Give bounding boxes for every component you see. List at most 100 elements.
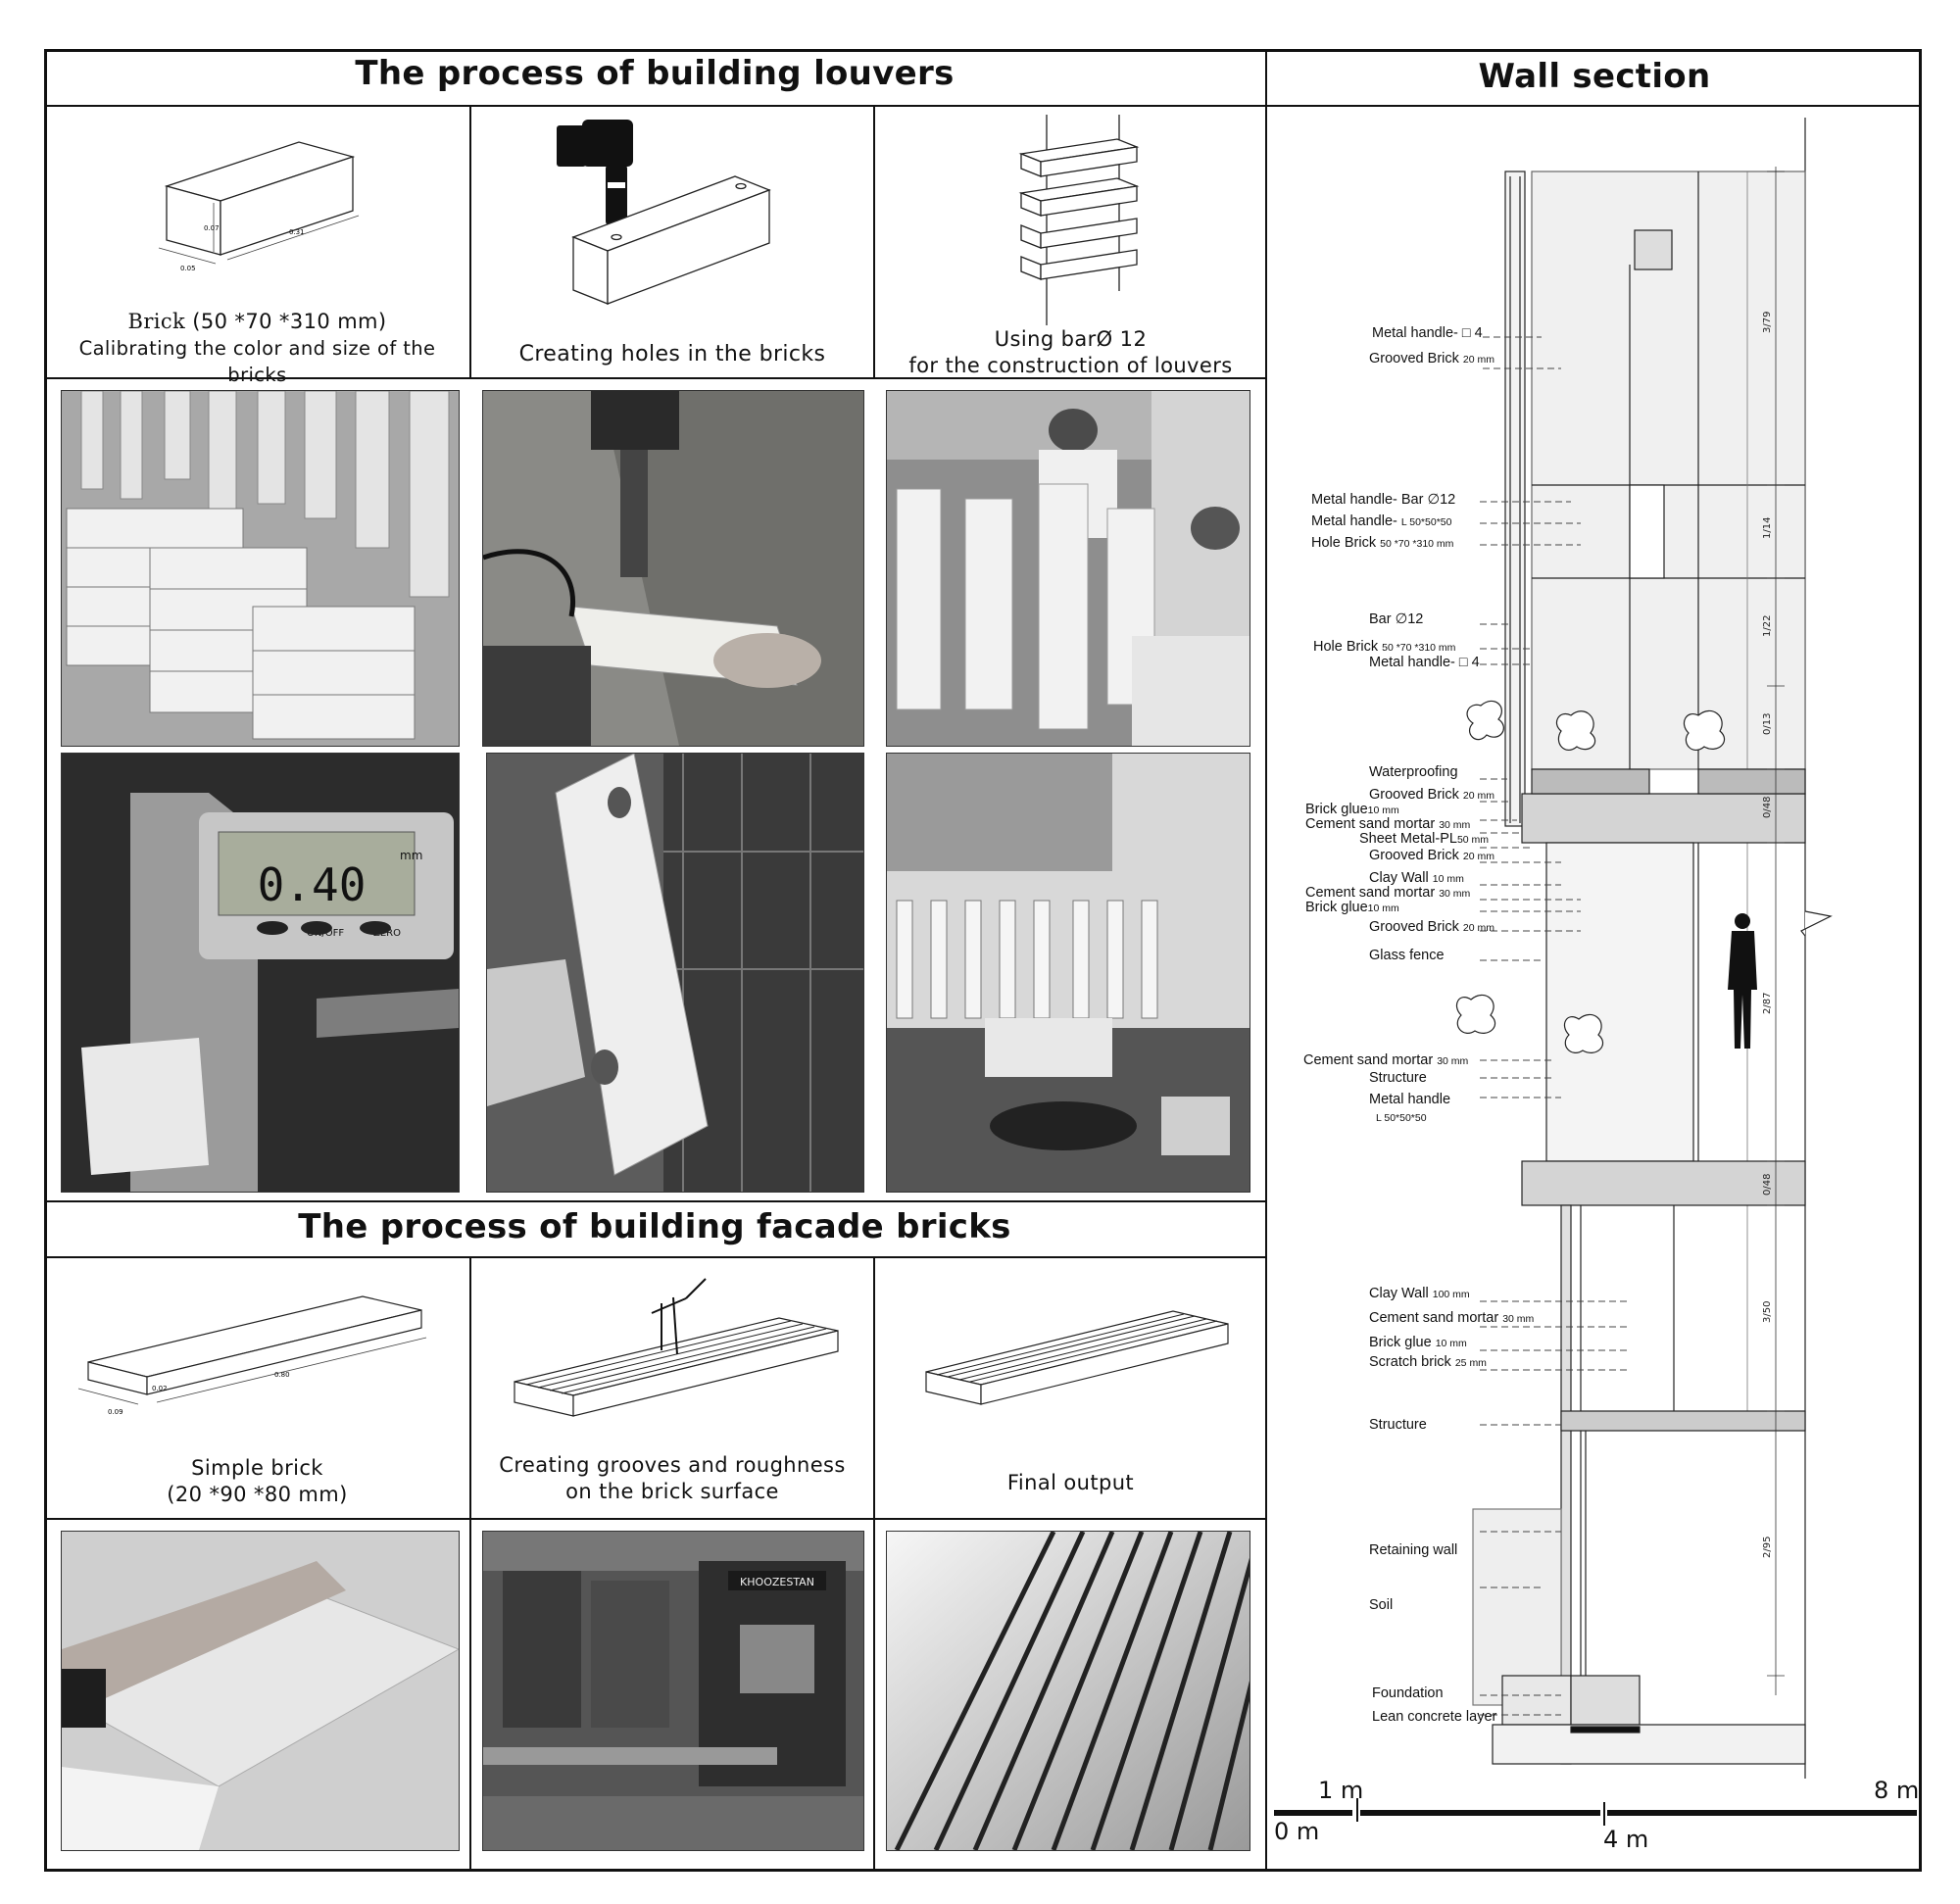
label-metal-handle-spec: L 50*50*50 <box>1376 1109 1427 1126</box>
scale-label-0m: 0 m <box>1274 1818 1320 1845</box>
label-sub: 30 mm <box>1437 1055 1469 1067</box>
label-text: Foundation <box>1372 1685 1444 1701</box>
label-clay-wall: Clay Wall 10 mm <box>1369 870 1464 887</box>
label-cement-sand-mortar-3: Cement sand mortar 30 mm <box>1303 1052 1468 1069</box>
label-sub: 50 mm <box>1456 834 1490 846</box>
label-cement-sand-mortar-4: Cement sand mortar 30 mm <box>1369 1310 1534 1327</box>
caliper-unit: mm <box>400 849 422 862</box>
photo-holed-brick <box>486 753 864 1193</box>
label-sub: 20 mm <box>1462 851 1494 862</box>
dimension-label: 3/50 <box>1762 1301 1773 1323</box>
label-foundation: Foundation <box>1372 1685 1444 1701</box>
dim-label: 0.80 <box>274 1371 290 1379</box>
label-text: Grooved Brick <box>1369 351 1459 366</box>
label-brick-glue-2: Brick glue10 mm <box>1305 900 1399 916</box>
label-text: Brick glue <box>1369 1335 1432 1350</box>
label-text: Structure <box>1369 1070 1427 1086</box>
label-structure-2: Structure <box>1369 1417 1427 1433</box>
label-text: Brick glue <box>1305 802 1368 817</box>
dimension-label: 0/48 <box>1762 797 1773 818</box>
caption-line: Simple brick <box>191 1456 323 1480</box>
final-brick-illustration <box>925 1310 1229 1405</box>
facade-step-2-caption: Creating grooves and roughness on the br… <box>472 1452 872 1505</box>
label-text: Waterproofing <box>1369 764 1458 780</box>
label-text: Glass fence <box>1369 948 1445 963</box>
caption-line: (20 *90 *80 mm) <box>167 1483 348 1506</box>
label-text: Metal handle <box>1369 1092 1451 1107</box>
label-text: Bar ∅12 <box>1369 611 1424 627</box>
person-silhouette <box>1728 913 1757 1049</box>
label-text: Soil <box>1369 1597 1394 1613</box>
label-metal-handle-4: Metal handle- □ 4 <box>1372 325 1483 341</box>
dim-label: 0.02 <box>152 1385 168 1392</box>
label-cement-sand-mortar-2: Cement sand mortar 30 mm <box>1305 885 1470 902</box>
label-text: Hole Brick <box>1311 535 1377 551</box>
caption-line: Using barØ 12 <box>994 327 1148 351</box>
label-text: Sheet Metal-PL <box>1359 831 1457 847</box>
label-text: Grooved Brick <box>1369 848 1459 863</box>
label-grooved-brick-4: Grooved Brick 20 mm <box>1369 919 1494 936</box>
label-text: Clay Wall <box>1369 870 1429 886</box>
label-text: Cement sand mortar <box>1303 1052 1434 1068</box>
label-sub: 30 mm <box>1502 1313 1535 1325</box>
caption-line: on the brick surface <box>565 1480 779 1503</box>
label-text: Grooved Brick <box>1369 919 1459 935</box>
drilled-brick-illustration <box>557 120 771 305</box>
dimension-label: 2/95 <box>1762 1537 1773 1558</box>
label-text: Hole Brick <box>1313 639 1379 655</box>
label-structure: Structure <box>1369 1070 1427 1086</box>
scale-label-1m: 1 m <box>1318 1777 1364 1804</box>
poster-frame <box>44 49 1922 1872</box>
divider-col2b <box>873 1257 875 1872</box>
louver-step-3-caption: Using barØ 12 for the construction of lo… <box>877 326 1264 379</box>
label-text: Cement sand mortar <box>1305 885 1436 901</box>
louver-step-1-caption: Brick (50 *70 *310 mm) Calibrating the c… <box>49 309 466 388</box>
label-text: Retaining wall <box>1369 1542 1458 1558</box>
label-sheet-metal: Sheet Metal-PL50 mm <box>1359 831 1489 848</box>
label-hole-brick: Hole Brick 50 *70 *310 mm <box>1311 535 1453 552</box>
facade-step-1-caption: Simple brick (20 *90 *80 mm) <box>49 1455 466 1508</box>
label-sub: 50 *70 *310 mm <box>1380 538 1454 550</box>
scale-label-4m: 4 m <box>1603 1826 1649 1853</box>
photo-caliper: 0.40 mm ON/OFF ZERO <box>61 753 460 1193</box>
label-text: Metal handle- <box>1311 513 1401 529</box>
rake-icon <box>651 1278 707 1355</box>
caption-line: for the construction of louvers <box>908 354 1233 377</box>
label-sub: 20 mm <box>1462 922 1494 934</box>
label-metal-handle-bar: Metal handle- Bar ∅12 <box>1311 492 1455 508</box>
divider-title-top <box>44 105 1922 107</box>
divider-col1b <box>469 1257 471 1872</box>
facade-step-3-caption: Final output <box>877 1470 1264 1496</box>
scale-label-8m: 8 m <box>1874 1777 1920 1804</box>
photo-drilling <box>482 390 864 747</box>
label-retaining-wall: Retaining wall <box>1369 1542 1457 1558</box>
photo-brick-factory: KHOOZESTAN <box>482 1531 864 1851</box>
label-text: Scratch brick <box>1369 1354 1451 1370</box>
caption-line: Creating holes in the bricks <box>518 342 826 366</box>
photo-louver-installation <box>886 753 1250 1193</box>
caliper-readout: 0.40 <box>258 858 367 911</box>
label-bar: Bar ∅12 <box>1369 611 1423 627</box>
label-text: Metal handle- □ 4 <box>1369 655 1480 670</box>
dimension-label: 3/79 <box>1762 312 1773 333</box>
label-brick-glue: Brick glue10 mm <box>1305 802 1399 818</box>
label-text: Brick glue <box>1305 900 1368 915</box>
dim-label: 0.09 <box>108 1408 123 1416</box>
label-sub: 25 mm <box>1454 1357 1487 1369</box>
louvers-title: The process of building louvers <box>355 54 955 93</box>
label-text: Cement sand mortar <box>1369 1310 1499 1326</box>
label-grooved-brick-2: Grooved Brick 20 mm <box>1369 787 1494 804</box>
dimension-label: 0/48 <box>1762 1174 1773 1196</box>
dimension-label: 2/87 <box>1762 993 1773 1014</box>
caption-line: Calibrating the color and size of the br… <box>78 337 436 386</box>
louver-assembly-illustration <box>1018 115 1140 325</box>
caption-line: Brick <box>127 310 186 333</box>
caption-line: (50 *70 *310 mm) <box>185 310 387 333</box>
divider-facade-row <box>44 1518 1266 1520</box>
photo-brick-stacks <box>61 390 460 747</box>
caption-line: Creating grooves and roughness <box>499 1453 846 1477</box>
label-sub: 50 *70 *310 mm <box>1382 642 1456 654</box>
label-text: Structure <box>1369 1417 1427 1433</box>
label-text: Metal handle- □ 4 <box>1372 325 1483 341</box>
divider-facade-top <box>44 1256 1266 1258</box>
